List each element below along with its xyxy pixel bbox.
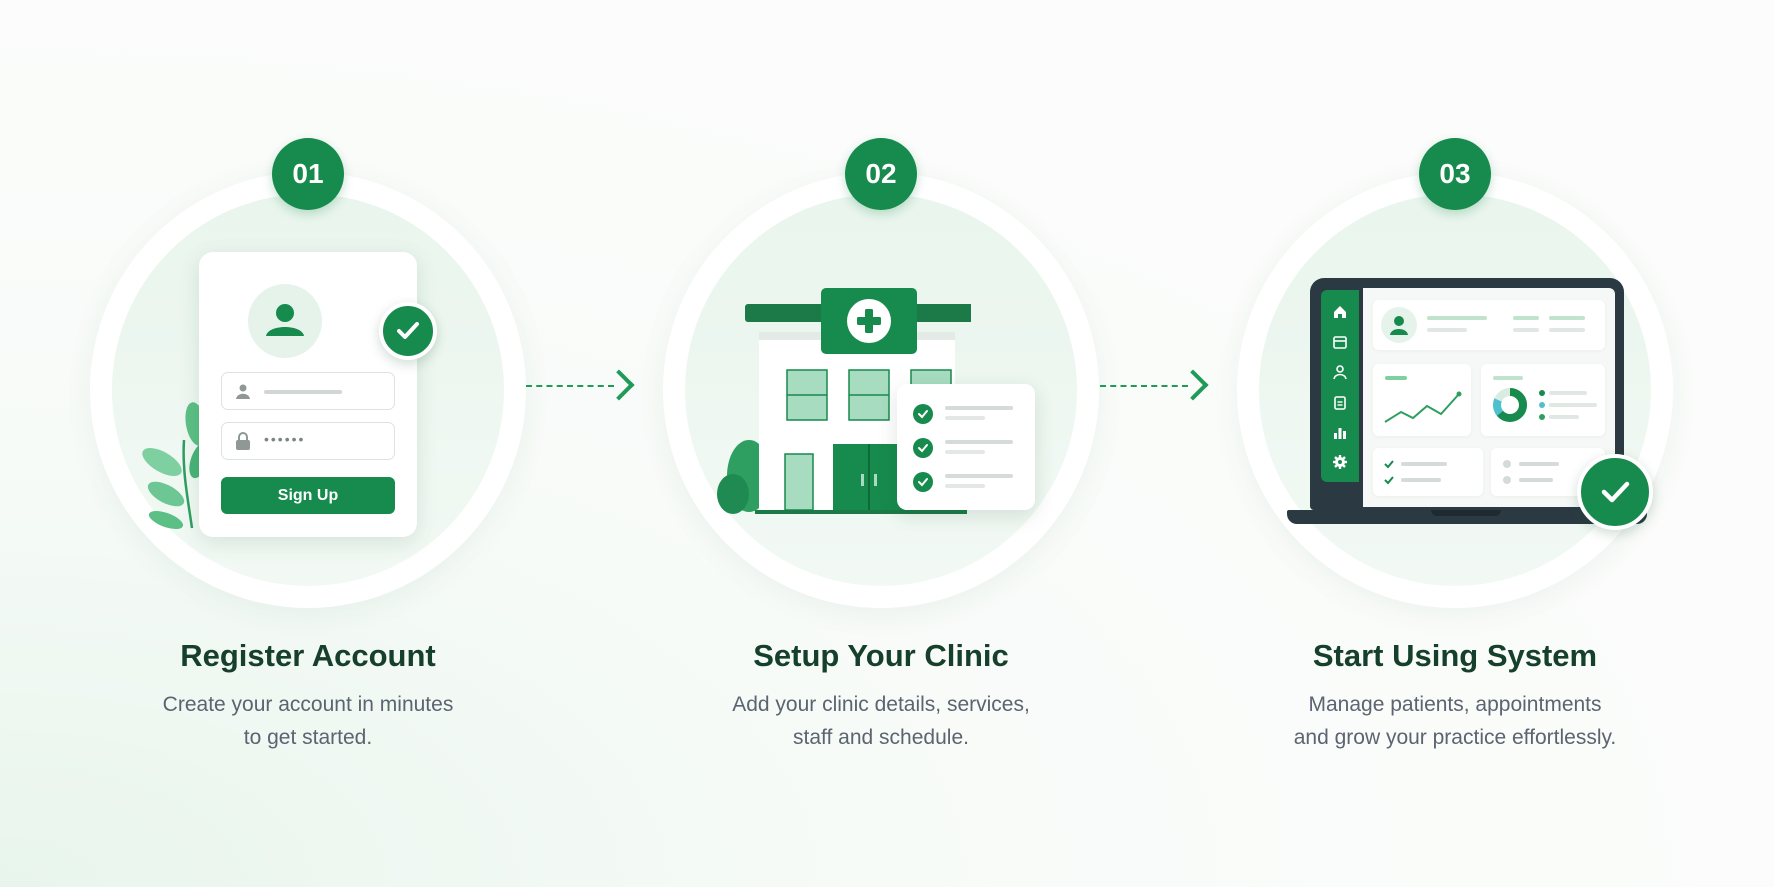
arrow-right-icon bbox=[1177, 369, 1209, 401]
dashboard-header-panel bbox=[1373, 300, 1605, 350]
placeholder-line bbox=[945, 440, 1013, 444]
bar-chart-icon bbox=[1326, 421, 1354, 443]
placeholder-line bbox=[1549, 328, 1585, 332]
legend-dot bbox=[1539, 402, 1545, 408]
password-field[interactable]: •••••• bbox=[221, 422, 395, 460]
placeholder-line bbox=[1493, 376, 1523, 380]
placeholder-line bbox=[1401, 462, 1447, 466]
step-description-line: Manage patients, appointments bbox=[1308, 693, 1602, 716]
username-field[interactable] bbox=[221, 372, 395, 410]
status-dot bbox=[1503, 460, 1511, 468]
success-check-badge bbox=[1577, 454, 1653, 530]
placeholder-line bbox=[1519, 478, 1553, 482]
clinic-building-illustration bbox=[717, 288, 971, 514]
field-placeholder-bar bbox=[264, 390, 342, 394]
step-description: Add your clinic details, services, staff… bbox=[661, 688, 1101, 754]
step-title: Setup Your Clinic bbox=[753, 638, 1009, 673]
placeholder-line bbox=[1549, 403, 1597, 407]
check-icon bbox=[913, 438, 933, 458]
dashed-line bbox=[526, 385, 614, 387]
dashed-line bbox=[1100, 385, 1188, 387]
user-icon bbox=[236, 384, 250, 399]
step-number-badge: 01 bbox=[272, 138, 344, 210]
step-description: Manage patients, appointments and grow y… bbox=[1235, 688, 1675, 754]
step-description-line: and grow your practice effortlessly. bbox=[1293, 726, 1617, 749]
arrow-right-icon bbox=[603, 369, 635, 401]
dashboard-sidebar bbox=[1321, 290, 1359, 482]
check-icon bbox=[397, 322, 419, 339]
placeholder-line bbox=[1427, 316, 1487, 320]
step-description: Create your account in minutes to get st… bbox=[88, 688, 528, 754]
checklist-row bbox=[913, 402, 1023, 426]
user-icon bbox=[1381, 307, 1417, 343]
step-description-line: Add your clinic details, services, bbox=[732, 693, 1030, 716]
clipboard-icon bbox=[1326, 391, 1354, 413]
check-icon bbox=[1384, 460, 1394, 469]
check-icon bbox=[913, 404, 933, 424]
step-register-account: 01 •••••• Sign Up Register Account Creat bbox=[88, 0, 528, 887]
success-check-badge bbox=[379, 302, 437, 360]
placeholder-line bbox=[1513, 328, 1539, 332]
avatar bbox=[248, 284, 322, 358]
laptop-notch bbox=[1431, 510, 1501, 516]
step-number-badge: 02 bbox=[845, 138, 917, 210]
password-mask: •••••• bbox=[264, 431, 306, 447]
check-icon bbox=[1601, 481, 1630, 503]
step-connector-arrow bbox=[526, 369, 635, 403]
step-description-line: staff and schedule. bbox=[793, 726, 969, 749]
task-list-panel bbox=[1373, 448, 1483, 496]
status-dot bbox=[1503, 476, 1511, 484]
placeholder-line bbox=[1401, 478, 1441, 482]
legend-dot bbox=[1539, 414, 1545, 420]
placeholder-line bbox=[1385, 376, 1407, 380]
step-connector-arrow bbox=[1100, 369, 1209, 403]
placeholder-line bbox=[1549, 391, 1587, 395]
placeholder-line bbox=[945, 416, 985, 420]
donut-chart-icon bbox=[1493, 388, 1527, 422]
step-title: Start Using System bbox=[1312, 638, 1598, 673]
placeholder-line bbox=[945, 450, 985, 454]
line-chart-panel bbox=[1373, 364, 1471, 436]
person-icon bbox=[1326, 361, 1354, 383]
step-number-badge: 03 bbox=[1419, 138, 1491, 210]
placeholder-line bbox=[1549, 415, 1579, 419]
line-chart-icon bbox=[1384, 391, 1462, 423]
placeholder-line bbox=[1549, 316, 1585, 320]
step-start-using-system: 03 bbox=[1235, 0, 1675, 887]
step-setup-clinic: 02 bbox=[661, 0, 1101, 887]
donut-chart-panel bbox=[1481, 364, 1605, 436]
checklist-row bbox=[913, 470, 1023, 494]
step-description-line: to get started. bbox=[243, 726, 373, 749]
user-icon bbox=[266, 304, 304, 336]
placeholder-line bbox=[1427, 328, 1467, 332]
calendar-icon bbox=[1326, 331, 1354, 353]
gear-icon bbox=[1326, 451, 1354, 473]
check-icon bbox=[913, 472, 933, 492]
home-icon bbox=[1326, 301, 1354, 323]
check-icon bbox=[1384, 476, 1394, 485]
placeholder-line bbox=[945, 406, 1013, 410]
step-description-line: Create your account in minutes bbox=[162, 693, 454, 716]
placeholder-line bbox=[1519, 462, 1559, 466]
placeholder-line bbox=[1513, 316, 1539, 320]
sign-up-button[interactable]: Sign Up bbox=[221, 477, 395, 514]
checklist-card bbox=[897, 384, 1035, 510]
step-title: Register Account bbox=[180, 638, 436, 673]
legend-dot bbox=[1539, 390, 1545, 396]
checklist-row bbox=[913, 436, 1023, 460]
laptop-base bbox=[1287, 510, 1647, 524]
placeholder-line bbox=[945, 474, 1013, 478]
lock-icon bbox=[236, 432, 250, 450]
placeholder-line bbox=[945, 484, 985, 488]
